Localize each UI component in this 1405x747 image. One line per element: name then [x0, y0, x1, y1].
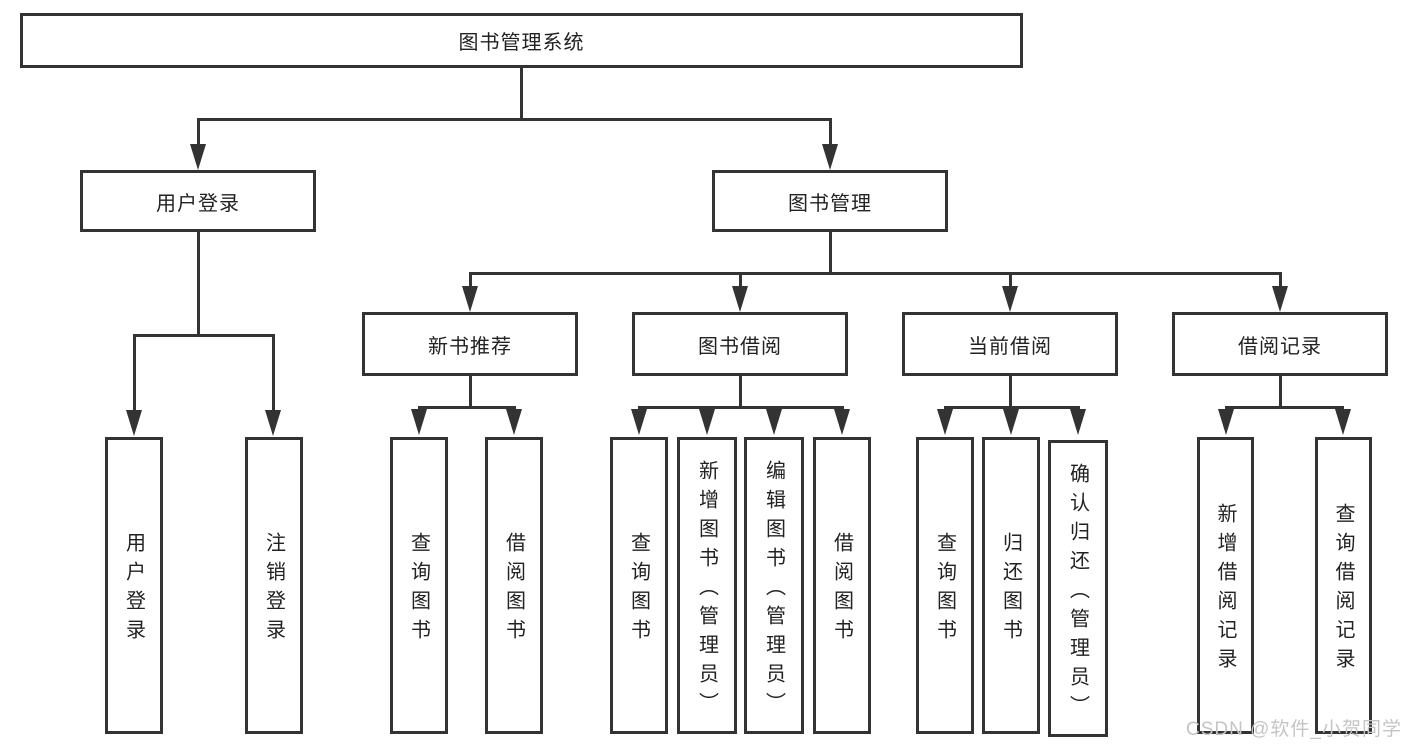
arrow-down-icon [1003, 409, 1019, 435]
node-new-book-recommendation-label: 新书推荐 [428, 335, 512, 358]
arrow-down-icon [699, 409, 715, 435]
connector-borrowing-stem [738, 376, 742, 408]
leaf-query-books-borrow-label: 查询图书 [627, 532, 650, 648]
leaf-add-borrow-record: 新增借阅记录 [1197, 437, 1254, 734]
arrow-down-icon [126, 410, 142, 436]
leaf-query-books-recommend: 查询图书 [390, 437, 448, 734]
connector-book-mgmt-stem [828, 232, 832, 274]
node-library-management-system-label: 图书管理系统 [458, 32, 585, 54]
leaf-query-borrow-record-label: 查询借阅记录 [1332, 503, 1354, 677]
leaf-borrow-books-borrow-label: 借阅图书 [830, 532, 853, 648]
leaf-query-books-borrow: 查询图书 [610, 437, 668, 734]
leaf-logout: 注销登录 [245, 437, 303, 734]
arrow-down-icon [1218, 409, 1234, 435]
arrow-down-icon [1335, 409, 1351, 435]
node-book-borrowing-label: 图书借阅 [698, 335, 782, 358]
connector-recommend-stem [468, 376, 472, 408]
connector-root-crossbar [196, 118, 832, 121]
connector-records-crossbar [1224, 406, 1344, 409]
arrow-down-icon [1272, 286, 1288, 312]
leaf-edit-book-admin: 编辑图书（管理员） [744, 437, 804, 734]
connector-root-drop-right [828, 118, 832, 146]
connector-user-login-stem [196, 232, 200, 334]
leaf-confirm-return-admin-label: 确认归还（管理员） [1066, 462, 1089, 724]
leaf-logout-label: 注销登录 [262, 532, 285, 648]
arrow-down-icon [766, 409, 782, 435]
arrow-down-icon [631, 409, 647, 435]
connector-book-mgmt-crossbar [468, 272, 1282, 275]
connector-recommend-crossbar [417, 406, 516, 409]
connector-book-mgmt-drop-4 [1278, 272, 1282, 290]
connector-book-mgmt-drop-1 [468, 272, 472, 290]
node-book-management-label: 图书管理 [788, 192, 872, 215]
node-user-login-label: 用户登录 [156, 192, 240, 215]
node-library-management-system: 图书管理系统 [20, 13, 1023, 68]
leaf-user-login-label: 用户登录 [122, 532, 145, 648]
leaf-borrow-books-borrow: 借阅图书 [813, 437, 871, 734]
node-borrowing-records: 借阅记录 [1172, 312, 1388, 376]
node-book-borrowing: 图书借阅 [632, 312, 848, 376]
node-user-login: 用户登录 [80, 170, 316, 232]
arrow-down-icon [834, 409, 850, 435]
leaf-borrow-books-recommend: 借阅图书 [485, 437, 543, 734]
leaf-borrow-books-recommend-label: 借阅图书 [502, 532, 525, 648]
leaf-add-book-admin-label: 新增图书（管理员） [695, 459, 718, 721]
node-book-management: 图书管理 [712, 170, 948, 232]
leaf-user-login: 用户登录 [105, 437, 163, 734]
arrow-down-icon [1002, 286, 1018, 312]
connector-records-stem [1278, 376, 1282, 408]
connector-current-crossbar [943, 406, 1080, 409]
arrow-down-icon [462, 286, 478, 312]
connector-root-drop-left [196, 118, 200, 146]
connector-current-stem [1008, 376, 1012, 408]
arrow-down-icon [265, 410, 281, 436]
connector-book-mgmt-drop-3 [1008, 272, 1012, 290]
arrow-down-icon [190, 144, 206, 170]
connector-user-login-drop-left [132, 334, 136, 414]
leaf-edit-book-admin-label: 编辑图书（管理员） [762, 459, 785, 721]
node-current-borrowing-label: 当前借阅 [968, 335, 1052, 358]
leaf-query-books-recommend-label: 查询图书 [407, 532, 430, 648]
leaf-query-books-current-label: 查询图书 [933, 532, 956, 648]
node-current-borrowing: 当前借阅 [902, 312, 1118, 376]
watermark-text: CSDN @软件_小贺同学 [1186, 719, 1402, 740]
arrow-down-icon [937, 409, 953, 435]
connector-user-login-crossbar [132, 334, 275, 337]
node-new-book-recommendation: 新书推荐 [362, 312, 578, 376]
leaf-query-books-current: 查询图书 [916, 437, 974, 734]
arrow-down-icon [732, 286, 748, 312]
leaf-return-books-label: 归还图书 [999, 532, 1022, 648]
connector-user-login-drop-right [271, 334, 275, 414]
leaf-confirm-return-admin: 确认归还（管理员） [1048, 440, 1108, 737]
connector-borrowing-crossbar [637, 406, 844, 409]
leaf-add-book-admin: 新增图书（管理员） [677, 437, 737, 734]
arrow-down-icon [411, 409, 427, 435]
arrow-down-icon [822, 144, 838, 170]
leaf-return-books: 归还图书 [982, 437, 1040, 734]
arrow-down-icon [506, 409, 522, 435]
node-borrowing-records-label: 借阅记录 [1238, 335, 1322, 358]
connector-root-stem [519, 68, 523, 120]
leaf-add-borrow-record-label: 新增借阅记录 [1214, 503, 1236, 677]
arrow-down-icon [1070, 409, 1086, 435]
connector-book-mgmt-drop-2 [738, 272, 742, 290]
leaf-query-borrow-record: 查询借阅记录 [1315, 437, 1372, 734]
